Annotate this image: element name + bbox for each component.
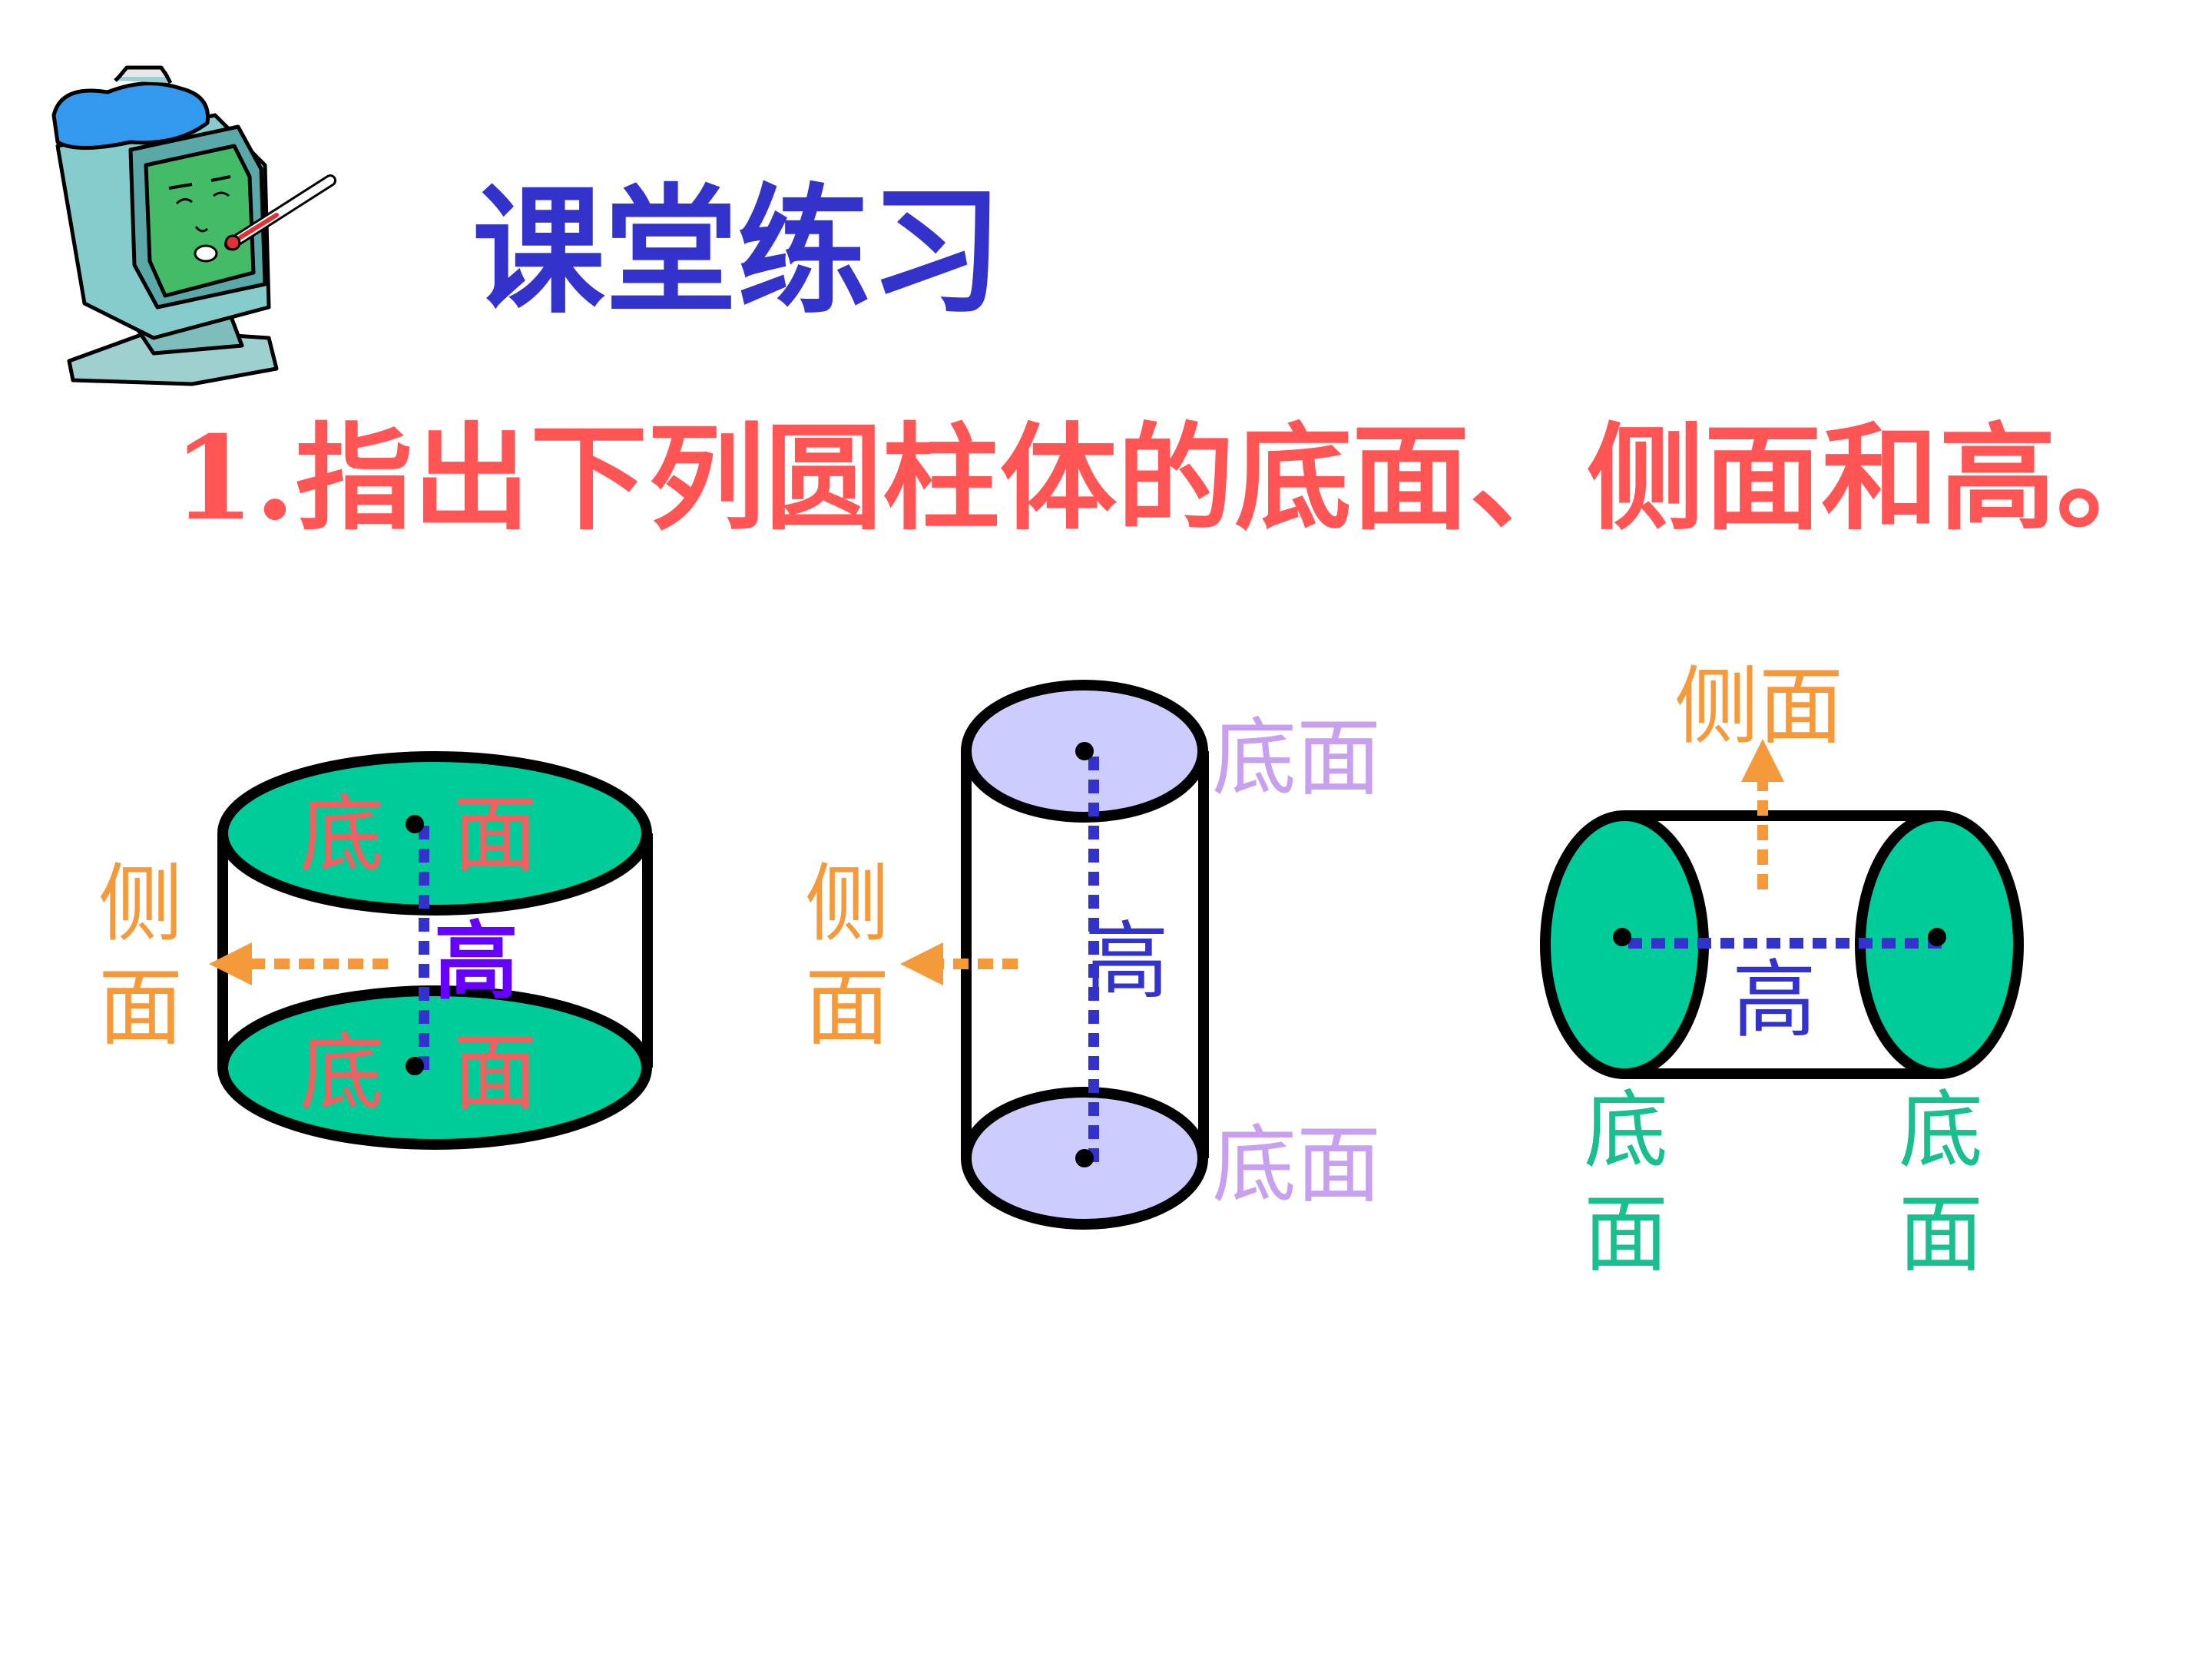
tall-cylinder-height-label: 高 [1084, 912, 1169, 1011]
tall-cylinder-top-base-label: 底面 [1212, 709, 1381, 807]
short-cylinder: 侧 面 底 面 高 底 面 [98, 751, 653, 1150]
short-cylinder-side-label-2: 面 [98, 959, 183, 1057]
tall-cylinder-side-label-2: 面 [805, 959, 889, 1057]
short-cylinder-bottom-base-label-2: 面 [453, 1024, 538, 1122]
short-cylinder-height-label: 高 [434, 912, 518, 1011]
horizontal-cylinder-height-label: 高 [1732, 951, 1816, 1049]
tall-cylinder: 侧 面 底面 高 底面 [805, 680, 1381, 1230]
horizontal-cylinder-right-base-label-2: 面 [1899, 1185, 1983, 1283]
horizontal-cylinder: 侧面 高 底 面 底 面 [1540, 657, 2024, 1283]
short-cylinder-side-label-1: 侧 [98, 855, 183, 953]
horizontal-cylinder-left-base-label-2: 面 [1584, 1185, 1668, 1283]
tall-cylinder-side-label-1: 侧 [805, 855, 889, 953]
short-cylinder-top-base-label-1: 底 [300, 786, 384, 884]
horizontal-cylinder-left-base-label-1: 底 [1584, 1081, 1668, 1180]
horizontal-cylinder-right-base-label-1: 底 [1899, 1081, 1983, 1180]
short-cylinder-bottom-base-label-1: 底 [300, 1024, 384, 1122]
short-cylinder-top-base [217, 751, 652, 916]
short-cylinder-bottom-base [217, 985, 652, 1150]
short-cylinder-top-base-label-2: 面 [453, 786, 538, 884]
question-text: 1.指出下列圆柱体的底面、侧面和高。 [173, 411, 2174, 546]
sick-computer-icon [51, 65, 336, 386]
slide-title: 课堂练习 [472, 172, 1002, 333]
horizontal-cylinder-side-label: 侧面 [1674, 657, 1843, 756]
tall-cylinder-bottom-base-label: 底面 [1212, 1116, 1381, 1214]
